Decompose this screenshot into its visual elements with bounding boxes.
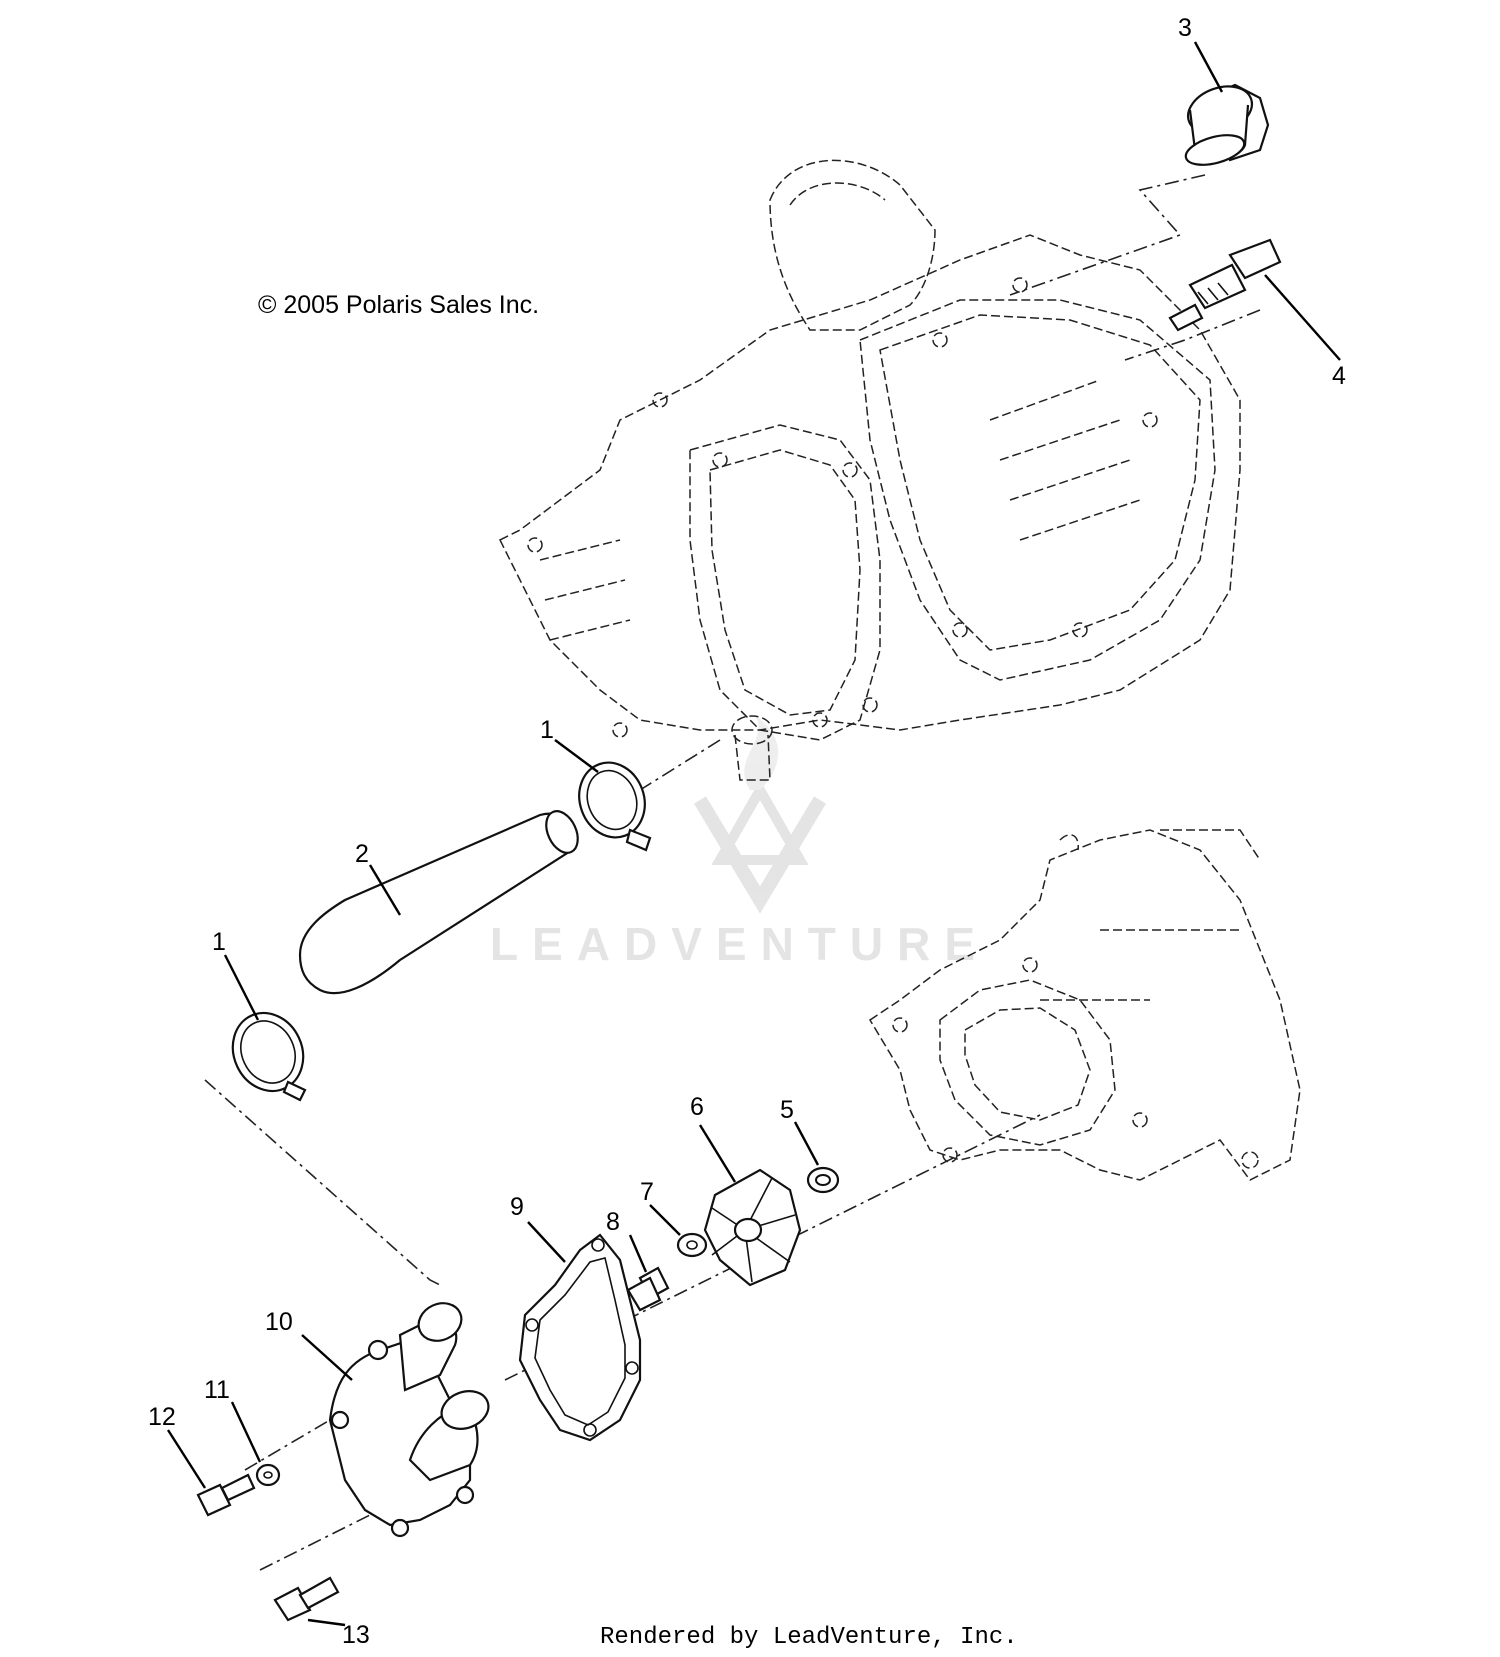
callout-11: 11 xyxy=(204,1376,230,1404)
callout-3: 3 xyxy=(1178,14,1192,42)
hose-clamp-upper-part[interactable] xyxy=(569,753,655,852)
pump-gasket-part[interactable] xyxy=(518,1233,642,1442)
render-credit: Rendered by LeadVenture, Inc. xyxy=(600,1624,1018,1651)
callout-5: 5 xyxy=(780,1096,794,1124)
callout-8: 8 xyxy=(606,1208,620,1236)
callout-1-lower: 1 xyxy=(212,928,226,956)
callout-13: 13 xyxy=(342,1621,370,1649)
water-pump-cover-part[interactable] xyxy=(328,1296,494,1538)
small-washer-part[interactable] xyxy=(255,1463,281,1487)
callout-labels: 3 4 1 2 1 5 6 7 8 9 10 11 12 13 xyxy=(148,14,1346,1649)
thermostat-part[interactable] xyxy=(1181,78,1270,170)
cylinder-head-outline xyxy=(498,159,1241,781)
short-bolt-part[interactable] xyxy=(196,1473,256,1517)
temperature-sensor-part[interactable] xyxy=(1168,238,1282,332)
long-bolt-part[interactable] xyxy=(273,1576,340,1622)
callout-1-upper: 1 xyxy=(540,716,554,744)
callout-7: 7 xyxy=(640,1178,654,1206)
callout-4: 4 xyxy=(1332,362,1346,390)
seal-washer-part[interactable] xyxy=(806,1166,840,1194)
washer-part[interactable] xyxy=(676,1232,708,1258)
callout-6: 6 xyxy=(690,1093,704,1121)
callout-9: 9 xyxy=(510,1193,524,1221)
callout-12: 12 xyxy=(148,1403,176,1431)
callout-10: 10 xyxy=(265,1308,293,1336)
coolant-hose-part[interactable] xyxy=(298,806,584,995)
hose-clamp-lower-part[interactable] xyxy=(220,1001,315,1102)
leader-lines xyxy=(166,41,1341,1627)
watermark-text: LEADVENTURE xyxy=(490,918,989,970)
copyright-text: © 2005 Polaris Sales Inc. xyxy=(258,291,539,319)
impeller-bolt-part[interactable] xyxy=(626,1266,670,1312)
impeller-part[interactable] xyxy=(703,1168,802,1287)
crankcase-outline xyxy=(868,829,1301,1181)
callout-2: 2 xyxy=(355,840,369,868)
